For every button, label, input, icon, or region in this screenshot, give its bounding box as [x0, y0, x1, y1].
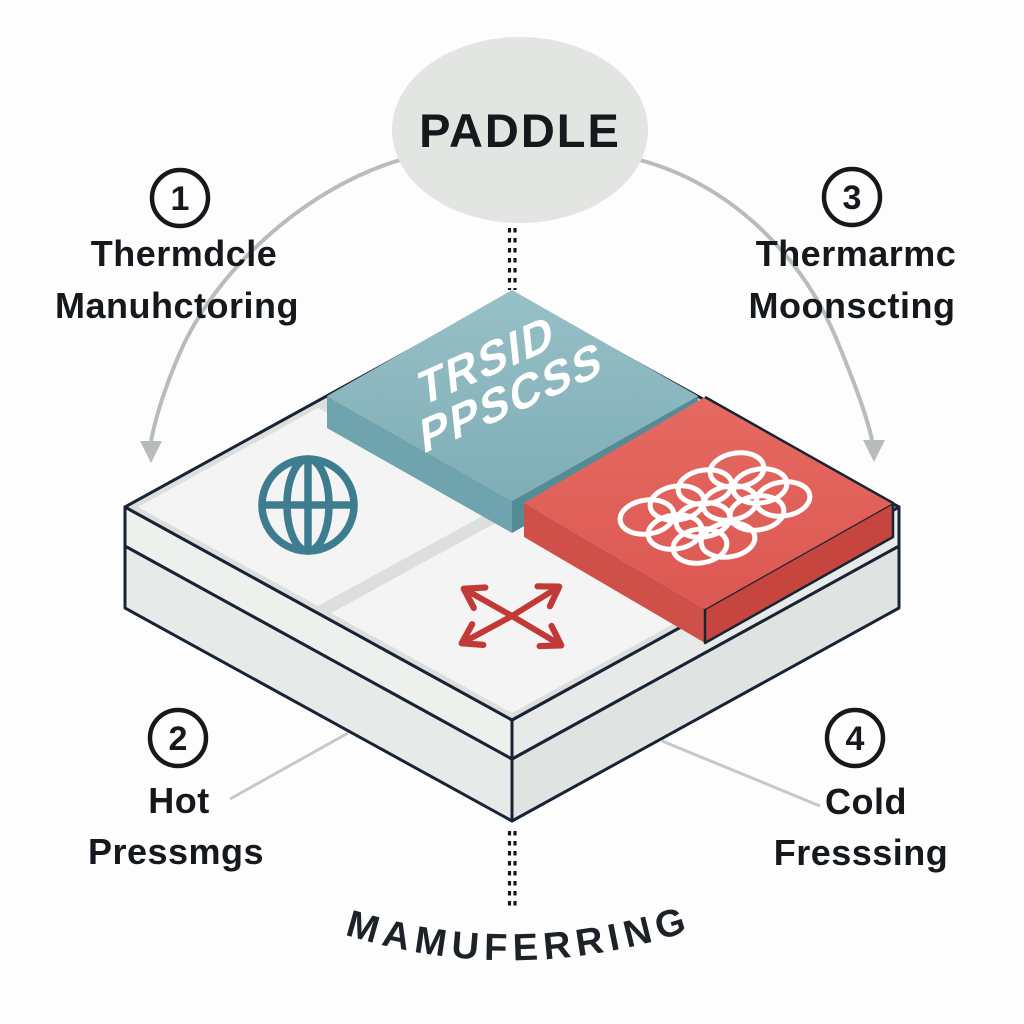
step-2-badge	[147, 707, 209, 769]
step-1-badge	[149, 167, 211, 229]
line-board-to-step4	[661, 739, 821, 808]
step-4-number: 4	[846, 720, 865, 758]
step-3-label-line2: Moonscting	[749, 285, 956, 326]
step-3-label-line1: Thermarmc	[756, 233, 957, 274]
step-1-label-line2: Manuhctoring	[55, 285, 299, 326]
curve-paddle-to-right	[639, 158, 874, 441]
step-1: 1 Thermdcle Manuhctoring	[55, 167, 299, 326]
molecule-circles-icon	[617, 450, 813, 566]
red-tile-left-face	[524, 503, 705, 643]
title-label: PADDLE	[419, 104, 621, 157]
footer-label-text: MAMUFERRING	[342, 898, 690, 969]
connector-curves	[140, 158, 885, 808]
title-node: PADDLE	[392, 37, 648, 223]
dotted-connectors	[507, 228, 517, 909]
teal-tile-top-face	[327, 290, 698, 501]
step-4-badge	[824, 707, 886, 769]
red-tile	[524, 395, 895, 645]
expand-arrows-icon	[458, 583, 565, 650]
step-2-number: 2	[169, 720, 188, 758]
red-tile-outline	[704, 395, 894, 505]
curve-paddle-to-left	[149, 158, 401, 442]
step-3-badge	[821, 166, 883, 228]
footer-label: MAMUFERRING	[342, 898, 696, 969]
step-3-number: 3	[843, 179, 862, 217]
globe-icon	[258, 455, 358, 555]
step-3: 3 Thermarmc Moonscting	[749, 166, 957, 326]
step-2-label-line2: Pressmgs	[88, 831, 264, 872]
step-2: 2 Hot Pressmgs	[88, 707, 264, 872]
teal-tile-left-face	[327, 396, 512, 533]
step-1-number: 1	[171, 180, 190, 218]
step-4: 4 Cold Fresssing	[774, 707, 949, 873]
step-4-label-line2: Fresssing	[774, 832, 949, 873]
arrowhead-left	[140, 441, 162, 463]
step-2-label-line1: Hot	[148, 780, 209, 821]
step-4-label-line1: Cold	[825, 781, 907, 822]
line-board-to-step2	[229, 731, 349, 801]
arrowhead-right	[863, 440, 885, 462]
step-1-label-line1: Thermdcle	[91, 233, 278, 274]
title-ellipse	[392, 37, 648, 223]
